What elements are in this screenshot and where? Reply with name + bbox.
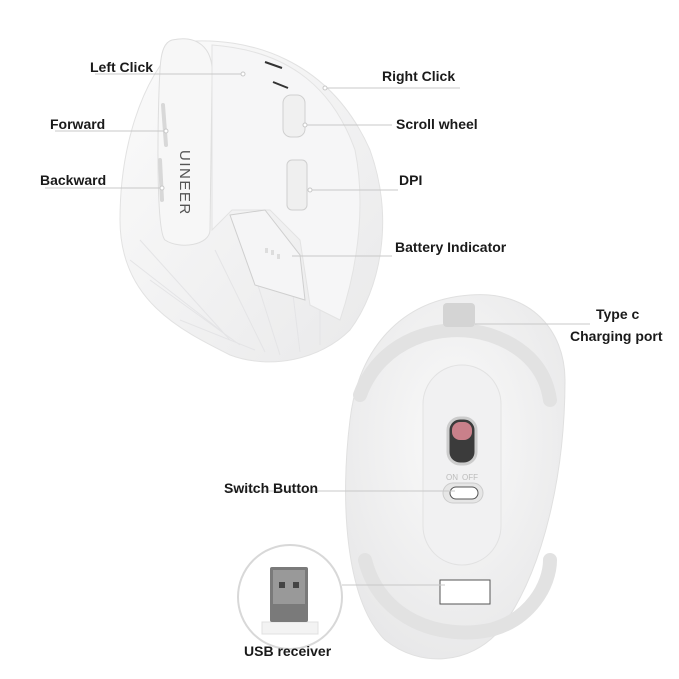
label-switch-button: Switch Button <box>224 480 319 496</box>
backward-button <box>158 158 164 202</box>
forward-button <box>161 103 168 147</box>
label-charging-port: Charging port <box>570 328 663 344</box>
dpi-button <box>286 159 308 211</box>
left-click-panel <box>157 38 213 246</box>
battery-leds <box>265 248 280 259</box>
label-forward: Forward <box>50 116 106 132</box>
battery-indicator-panel <box>229 209 306 301</box>
usb-receiver <box>237 544 343 650</box>
leader-lines <box>45 71 590 586</box>
label-left-click: Left Click <box>90 59 154 75</box>
mouse-side-view: UINEER <box>119 38 384 363</box>
type-c-port <box>443 303 475 327</box>
label-battery-indicator: Battery Indicator <box>395 239 507 255</box>
label-backward: Backward <box>40 172 107 188</box>
switch-on-label: ON <box>446 473 458 482</box>
label-dpi: DPI <box>399 172 423 188</box>
switch-off-label: OFF <box>462 473 478 482</box>
label-right-click: Right Click <box>382 68 456 84</box>
label-scroll-wheel: Scroll wheel <box>396 116 478 132</box>
mouse-bottom-view: ON OFF <box>345 294 566 660</box>
brand-logo: UINEER <box>176 150 193 216</box>
label-type-c: Type c <box>596 306 640 322</box>
scroll-wheel <box>282 94 306 138</box>
label-usb-receiver: USB receiver <box>244 643 332 659</box>
receiver-slot <box>439 579 491 605</box>
right-click-panel <box>211 44 361 321</box>
